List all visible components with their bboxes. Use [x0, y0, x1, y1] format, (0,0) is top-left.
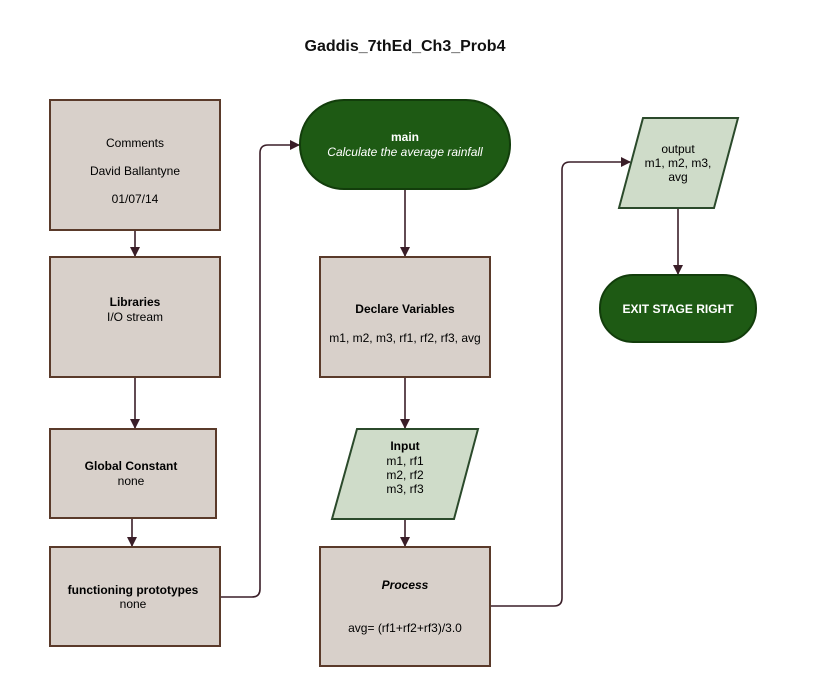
prototypes-detail: none [120, 597, 147, 611]
libraries-title: Libraries [110, 295, 161, 309]
main-title: main [391, 130, 419, 144]
prototypes-box[interactable]: functioning prototypes none [49, 546, 221, 647]
input-line-1: m1, rf1 [386, 454, 424, 468]
diagram-title: Gaddis_7thEd_Ch3_Prob4 [305, 38, 506, 55]
prototypes-title: functioning prototypes [68, 583, 199, 597]
main-terminal[interactable]: main Calculate the average rainfall [299, 99, 511, 190]
output-line-3: avg [668, 170, 687, 184]
declare-variables-box[interactable]: Declare Variables m1, m2, m3, rf1, rf2, … [319, 256, 491, 378]
global-constant-box[interactable]: Global Constant none [49, 428, 217, 519]
global-constant-detail: none [118, 474, 145, 488]
main-subtitle: Calculate the average rainfall [327, 145, 483, 159]
process-formula: avg= (rf1+rf2+rf3)/3.0 [348, 621, 462, 635]
output-line-2: m1, m2, m3, [645, 156, 712, 170]
process-box[interactable]: Process avg= (rf1+rf2+rf3)/3.0 [319, 546, 491, 667]
input-title: Input [390, 439, 419, 453]
input-line-3: m3, rf3 [386, 482, 424, 496]
exit-terminal[interactable]: EXIT STAGE RIGHT [599, 274, 757, 343]
input-line-2: m2, rf2 [386, 468, 424, 482]
arrow-prototypes-to-main [220, 140, 300, 598]
comments-label: Comments [106, 136, 164, 150]
global-constant-title: Global Constant [85, 459, 178, 473]
output-shape[interactable]: output m1, m2, m3, avg [617, 117, 740, 209]
declare-variables-title: Declare Variables [355, 302, 455, 316]
connectors [127, 140, 683, 607]
process-title: Process [382, 578, 429, 592]
arrow-process-to-output [490, 157, 631, 607]
declare-variables-list: m1, m2, m3, rf1, rf2, rf3, avg [329, 331, 480, 345]
libraries-box[interactable]: Libraries I/O stream [49, 256, 221, 378]
input-shape[interactable]: Input m1, rf1 m2, rf2 m3, rf3 [330, 428, 480, 520]
comments-date: 01/07/14 [112, 192, 159, 206]
comments-box[interactable]: Comments David Ballantyne 01/07/14 [49, 99, 221, 231]
libraries-detail: I/O stream [107, 310, 163, 324]
output-line-1: output [661, 142, 695, 156]
comments-author: David Ballantyne [90, 164, 180, 178]
exit-title: EXIT STAGE RIGHT [622, 302, 734, 316]
